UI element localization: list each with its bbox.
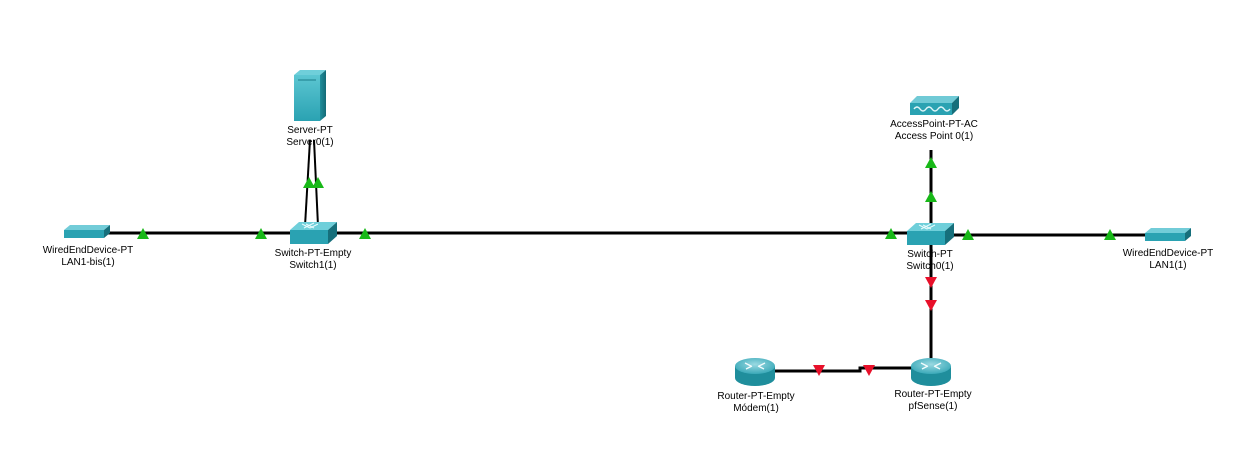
lan1-label: WiredEndDevice-PT LAN1(1) bbox=[1123, 248, 1214, 272]
access-point-model: AccessPoint-PT-AC bbox=[890, 119, 978, 130]
server-model: Server-PT bbox=[287, 125, 333, 136]
link-up-indicator bbox=[137, 228, 149, 239]
server-name: Server0(1) bbox=[286, 137, 334, 148]
link-up-indicator bbox=[925, 191, 937, 202]
switch1-label: Switch-PT-Empty Switch1(1) bbox=[275, 248, 352, 272]
server-icon[interactable] bbox=[294, 70, 326, 121]
lan1-bis-model: WiredEndDevice-PT bbox=[42, 245, 134, 256]
switch1-model: Switch-PT-Empty bbox=[274, 248, 352, 259]
access-point-label: AccessPoint-PT-AC Access Point 0(1) bbox=[890, 119, 978, 143]
link-up-indicator bbox=[359, 228, 371, 239]
access-point-name: Access Point 0(1) bbox=[894, 131, 974, 142]
switch0-model: Switch-PT bbox=[907, 249, 953, 260]
modem-label: Router-PT-Empty Módem(1) bbox=[717, 391, 794, 415]
link-down-indicator bbox=[813, 365, 825, 376]
lan1-bis-label: WiredEndDevice-PT LAN1-bis(1) bbox=[43, 245, 134, 269]
modem-model: Router-PT-Empty bbox=[717, 391, 795, 402]
pfsense-name: pfSense(1) bbox=[908, 401, 958, 412]
link-up-indicator bbox=[925, 157, 937, 168]
switch1-name: Switch1(1) bbox=[289, 260, 337, 271]
pfsense-label: Router-PT-Empty pfSense(1) bbox=[894, 389, 971, 413]
access-point-icon[interactable] bbox=[910, 96, 959, 115]
lan1-model: WiredEndDevice-PT bbox=[1122, 248, 1214, 259]
link-down-indicator bbox=[925, 300, 937, 311]
link-up-indicator bbox=[255, 228, 267, 239]
router-icon[interactable] bbox=[735, 358, 775, 386]
pfsense-model: Router-PT-Empty bbox=[894, 389, 972, 400]
link-up-indicator bbox=[312, 177, 324, 188]
lan1-bis-name: LAN1-bis(1) bbox=[61, 257, 115, 268]
lan1-name: LAN1(1) bbox=[1149, 260, 1187, 271]
link-up-indicator bbox=[1104, 229, 1116, 240]
modem-name: Módem(1) bbox=[733, 403, 779, 414]
link-down-indicator bbox=[925, 277, 937, 288]
link-pfsense-modem[interactable] bbox=[772, 366, 912, 373]
link-up-indicator bbox=[962, 229, 974, 240]
link-up-indicator bbox=[885, 228, 897, 239]
switch-icon[interactable] bbox=[290, 222, 337, 244]
link-down-indicator bbox=[863, 365, 875, 376]
router-icon[interactable] bbox=[911, 358, 951, 386]
link-up-indicator bbox=[303, 177, 315, 188]
wired-end-device-icon[interactable] bbox=[1145, 228, 1191, 241]
switch0-label: Switch-PT Switch0(1) bbox=[906, 249, 953, 273]
server-label: Server-PT Server0(1) bbox=[286, 125, 333, 149]
wired-end-device-icon[interactable] bbox=[64, 225, 110, 238]
switch-icon[interactable] bbox=[907, 223, 954, 245]
switch0-name: Switch0(1) bbox=[906, 261, 954, 272]
links-layer bbox=[108, 139, 1148, 373]
link-status-layer bbox=[137, 157, 1116, 376]
